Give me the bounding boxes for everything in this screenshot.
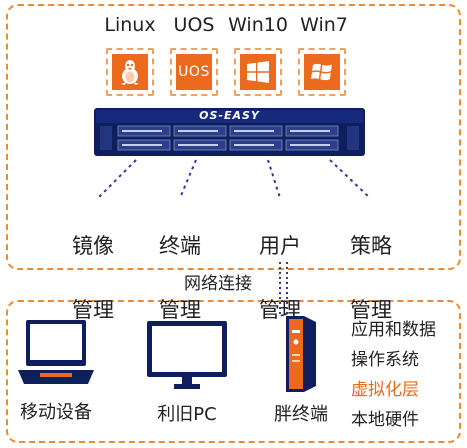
os-label-win7: Win7 bbox=[300, 14, 348, 36]
network-label: 网络连接 bbox=[178, 273, 258, 295]
windows10-logo-icon bbox=[240, 54, 276, 90]
client-region bbox=[6, 300, 461, 443]
os-tile-linux bbox=[106, 48, 154, 96]
management-policy-line2: 管理 bbox=[350, 298, 392, 322]
device-label-legacy-pc: 利旧PC bbox=[157, 404, 217, 425]
linux-penguin-icon bbox=[112, 54, 148, 90]
server-connectors bbox=[97, 159, 371, 199]
os-tile-win10 bbox=[234, 48, 282, 96]
os-tile-uos: UOS bbox=[170, 48, 218, 96]
device-label-mobile: 移动设备 bbox=[20, 402, 92, 423]
server-region bbox=[6, 4, 461, 270]
layer-apps-data: 应用和数据 bbox=[351, 320, 436, 340]
os-label-uos: UOS bbox=[173, 14, 215, 36]
rack-server-icon: OS-EASY bbox=[94, 108, 365, 156]
management-terminal-line2: 管理 bbox=[159, 298, 201, 322]
uos-logo-icon: UOS bbox=[176, 54, 212, 90]
fat-terminal-icon bbox=[282, 314, 322, 398]
management-image: 镜像 管理 bbox=[58, 198, 128, 358]
management-image-line2: 管理 bbox=[72, 298, 114, 322]
monitor-icon bbox=[146, 320, 228, 398]
network-connector bbox=[279, 262, 288, 314]
os-label-win10: Win10 bbox=[228, 14, 288, 36]
management-policy: 策略 管理 bbox=[336, 198, 406, 358]
windows7-logo-icon bbox=[304, 54, 340, 90]
device-label-fat-terminal: 胖终端 bbox=[274, 404, 328, 425]
layer-virtualization: 虚拟化层 bbox=[351, 380, 419, 400]
management-terminal-line1: 终端 bbox=[159, 234, 201, 258]
management-terminal: 终端 管理 bbox=[145, 198, 215, 358]
layer-local-hardware: 本地硬件 bbox=[351, 410, 419, 430]
laptop-icon bbox=[16, 318, 96, 394]
os-tile-win7 bbox=[298, 48, 346, 96]
server-brand-label: OS-EASY bbox=[199, 109, 260, 122]
management-policy-line1: 策略 bbox=[350, 234, 392, 258]
layer-list: 应用和数据 操作系统 虚拟化层 本地硬件 bbox=[351, 315, 436, 435]
layer-operating-system: 操作系统 bbox=[351, 350, 419, 370]
os-label-linux: Linux bbox=[104, 14, 156, 36]
management-image-line1: 镜像 bbox=[72, 234, 114, 258]
management-user-line1: 用户 bbox=[259, 234, 301, 258]
uos-logo-text: UOS bbox=[178, 64, 210, 80]
